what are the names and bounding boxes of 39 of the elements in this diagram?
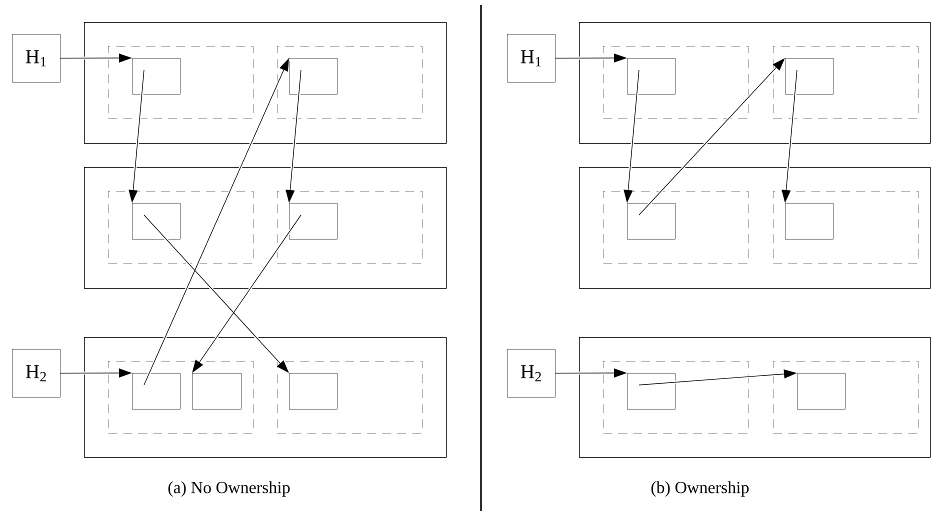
dashed-box — [603, 191, 748, 264]
small-box — [785, 203, 834, 240]
small-box — [289, 58, 338, 94]
dashed-box — [277, 46, 422, 118]
small-box — [627, 58, 676, 94]
outer-box — [84, 22, 447, 144]
label-box: H$_{2}$ — [12, 349, 60, 398]
small-box — [627, 203, 676, 240]
dashed-box — [108, 191, 254, 264]
dashed-box — [108, 46, 254, 118]
small-box — [289, 373, 338, 410]
outer-box — [579, 22, 931, 144]
dashed-box — [773, 46, 918, 118]
outer-box — [84, 337, 447, 458]
outer-box — [84, 167, 447, 289]
label-box: H$_{2}$ — [507, 349, 556, 398]
small-box — [289, 203, 338, 240]
dashed-box — [603, 361, 748, 434]
label-box: H$_{1}$ — [12, 34, 60, 82]
label-box: H$_{1}$ — [507, 34, 556, 82]
dashed-box — [108, 361, 254, 434]
dashed-box — [277, 361, 422, 434]
small-box — [132, 58, 180, 94]
outer-box — [579, 337, 931, 458]
dashed-box — [603, 46, 748, 118]
dashed-box — [773, 361, 918, 434]
caption: (a) No Ownership — [168, 481, 290, 497]
caption: (b) Ownership — [651, 481, 749, 497]
small-box — [785, 58, 834, 94]
arrow — [144, 214, 289, 373]
small-box — [797, 373, 846, 410]
dashed-box — [277, 191, 422, 264]
small-box — [132, 373, 180, 410]
outer-box — [579, 167, 931, 289]
small-box — [192, 373, 242, 410]
small-box — [132, 203, 180, 240]
arrow — [638, 58, 785, 216]
dashed-box — [773, 191, 918, 264]
small-box — [627, 373, 676, 410]
